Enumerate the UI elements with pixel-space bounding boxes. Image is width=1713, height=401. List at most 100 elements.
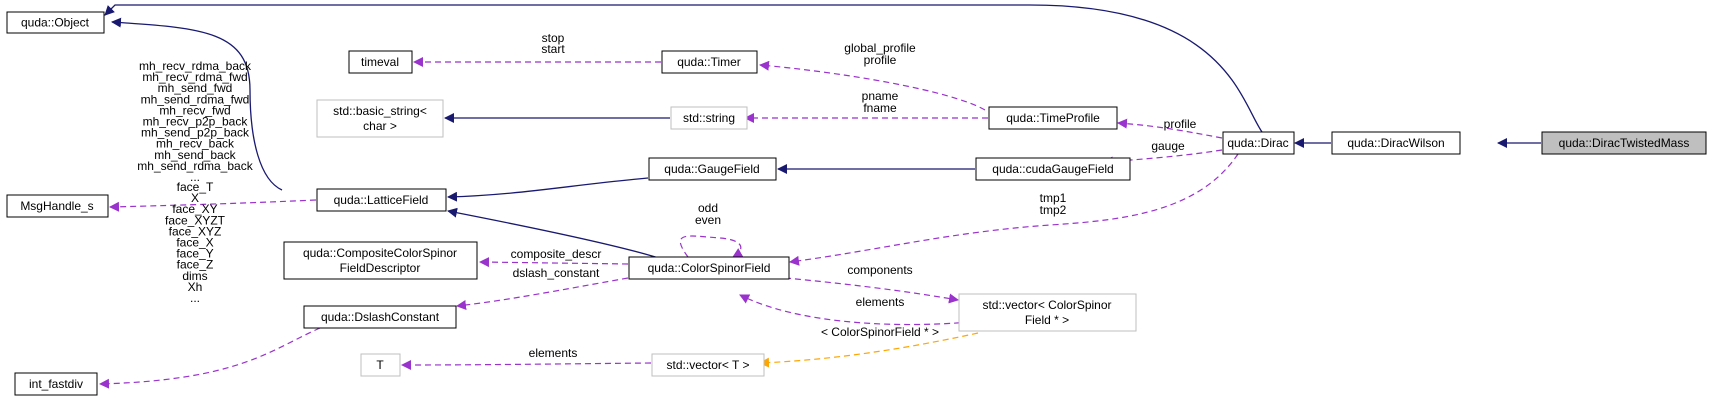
edge-label-line: Xh xyxy=(188,280,203,294)
edge-label-line: mh_send_rdma_fwd xyxy=(141,92,250,106)
node-t[interactable]: T xyxy=(360,353,401,377)
edge-label-line: components xyxy=(847,263,912,277)
edge-label-line: fname xyxy=(863,101,897,115)
edge-label-line: face_T xyxy=(177,180,214,194)
edge-label-line: ... xyxy=(190,170,200,184)
node-time-profile[interactable]: quda::TimeProfile xyxy=(988,106,1118,130)
node-basic-string-label-line1: std::basic_string< xyxy=(333,104,427,118)
edge-label-vector-template: < ColorSpinorField * > xyxy=(821,325,939,339)
node-timeval[interactable]: timeval xyxy=(348,50,413,74)
node-object[interactable]: quda::Object xyxy=(6,11,105,34)
edge-label-line: tmp1 xyxy=(1040,191,1067,205)
edge-label-line: face_Y xyxy=(176,247,213,261)
edge-label-line: ... xyxy=(190,291,200,305)
node-vector-csf[interactable]: std::vector< ColorSpinor Field * > xyxy=(958,293,1137,332)
node-dirac[interactable]: quda::Dirac xyxy=(1222,131,1295,155)
node-timer-label: quda::Timer xyxy=(677,55,741,69)
node-dslash-constant[interactable]: quda::DslashConstant xyxy=(303,305,457,329)
edge-label-line: tmp2 xyxy=(1040,203,1067,217)
node-dirac-twisted-mass-label: quda::DiracTwistedMass xyxy=(1559,136,1690,150)
edge-label-line: even xyxy=(695,213,721,227)
edge-label-line: face_XYZ xyxy=(169,224,222,238)
edge-label-line: elements xyxy=(529,346,578,360)
node-time-profile-label: quda::TimeProfile xyxy=(1006,111,1100,125)
edge-label-line: dslash_constant xyxy=(513,266,600,280)
node-composite-descriptor[interactable]: quda::CompositeColorSpinor FieldDescript… xyxy=(283,241,478,280)
node-color-spinor-field[interactable]: quda::ColorSpinorField xyxy=(628,256,790,280)
edge-label-line: X xyxy=(191,191,199,205)
node-cuda-gauge-field[interactable]: quda::cudaGaugeField xyxy=(975,157,1131,181)
node-int-fastdiv[interactable]: int_fastdiv xyxy=(14,372,98,396)
node-dirac-label: quda::Dirac xyxy=(1227,136,1288,150)
node-composite-descriptor-label-line1: quda::CompositeColorSpinor xyxy=(303,246,457,260)
node-vector-csf-label-line2: Field * > xyxy=(1025,313,1069,327)
node-cuda-gauge-field-label: quda::cudaGaugeField xyxy=(992,162,1113,176)
node-dirac-wilson[interactable]: quda::DiracWilson xyxy=(1331,131,1461,155)
edge-label-line: profile xyxy=(1164,117,1197,131)
node-basic-string[interactable]: std::basic_string< char > xyxy=(316,99,444,138)
node-msg-handle[interactable]: MsgHandle_s xyxy=(6,194,109,218)
node-object-label: quda::Object xyxy=(21,16,90,30)
edge-label-line: face_XYZT xyxy=(165,213,226,227)
node-lattice-field[interactable]: quda::LatticeField xyxy=(316,188,447,212)
edge-label-line: dims xyxy=(182,269,207,283)
edge-label-line: global_profile xyxy=(844,41,916,55)
edge-label-csf-composite: composite_descr xyxy=(511,247,602,261)
edge-label-line: mh_send_rdma_back xyxy=(137,159,253,173)
edge-vector-template xyxy=(759,332,979,368)
node-dirac-wilson-label: quda::DiracWilson xyxy=(1347,136,1444,150)
edge-label-vector-csf-elements: elements xyxy=(856,295,905,309)
node-int-fastdiv-label: int_fastdiv xyxy=(29,377,83,391)
node-std-string[interactable]: std::string xyxy=(670,106,748,130)
edge-label-line: mh_recv_back xyxy=(156,137,235,151)
edge-label-vector-t-elements: elements xyxy=(529,346,578,360)
edge-label-line: composite_descr xyxy=(511,247,602,261)
node-gauge-field[interactable]: quda::GaugeField xyxy=(648,157,777,181)
edge-dirac-object xyxy=(104,4,1263,133)
edge-dirac-profile xyxy=(1117,118,1223,139)
edge-lattice-msghandle xyxy=(109,199,317,212)
node-vector-t-label: std::vector< T > xyxy=(667,358,750,372)
edge-label-line: mh_recv_fwd xyxy=(159,103,230,117)
node-timeval-label: timeval xyxy=(361,55,399,69)
node-composite-descriptor-label-line2: FieldDescriptor xyxy=(340,261,421,275)
edge-gauge-lattice xyxy=(447,177,649,202)
edge-label-dirac-profile: profile xyxy=(1164,117,1197,131)
edge-label-line: stop xyxy=(542,31,565,45)
edge-label-line: mh_recv_p2p_back xyxy=(143,115,249,129)
edge-label-line: < ColorSpinorField * > xyxy=(821,325,939,339)
edge-label-line: odd xyxy=(698,201,718,215)
edge-csf-composite xyxy=(479,257,629,268)
node-timer[interactable]: quda::Timer xyxy=(661,50,758,74)
edge-label-line: face_XY xyxy=(172,202,217,216)
edge-dirac-csf xyxy=(789,153,1239,266)
edge-label-dirac-gauge: gauge xyxy=(1151,139,1185,153)
node-vector-t[interactable]: std::vector< T > xyxy=(651,353,765,377)
edge-csf-lattice xyxy=(447,207,666,261)
node-std-string-label: std::string xyxy=(683,111,735,125)
edge-csf-dslash xyxy=(456,277,629,310)
node-dirac-twisted-mass[interactable]: quda::DiracTwistedMass xyxy=(1541,131,1707,155)
edge-label-csf-dslash: dslash_constant xyxy=(513,266,600,280)
edge-csf-self xyxy=(679,235,744,258)
node-basic-string-label-line2: char > xyxy=(363,119,397,133)
edge-label-line: mh_recv_rdma_back xyxy=(139,59,252,73)
node-gauge-field-label: quda::GaugeField xyxy=(664,162,759,176)
edge-dslash-intfastdiv xyxy=(99,327,321,389)
edge-label-line: mh_recv_rdma_fwd xyxy=(142,70,247,84)
edge-label-line: face_Z xyxy=(177,258,214,272)
node-vector-csf-label-line1: std::vector< ColorSpinor xyxy=(982,298,1111,312)
edge-label-line: mh_send_p2p_back xyxy=(141,126,250,140)
edge-label-line: mh_send_back xyxy=(154,148,236,162)
edge-label-csf-vector: components xyxy=(847,263,912,277)
node-msg-handle-label: MsgHandle_s xyxy=(20,199,93,213)
